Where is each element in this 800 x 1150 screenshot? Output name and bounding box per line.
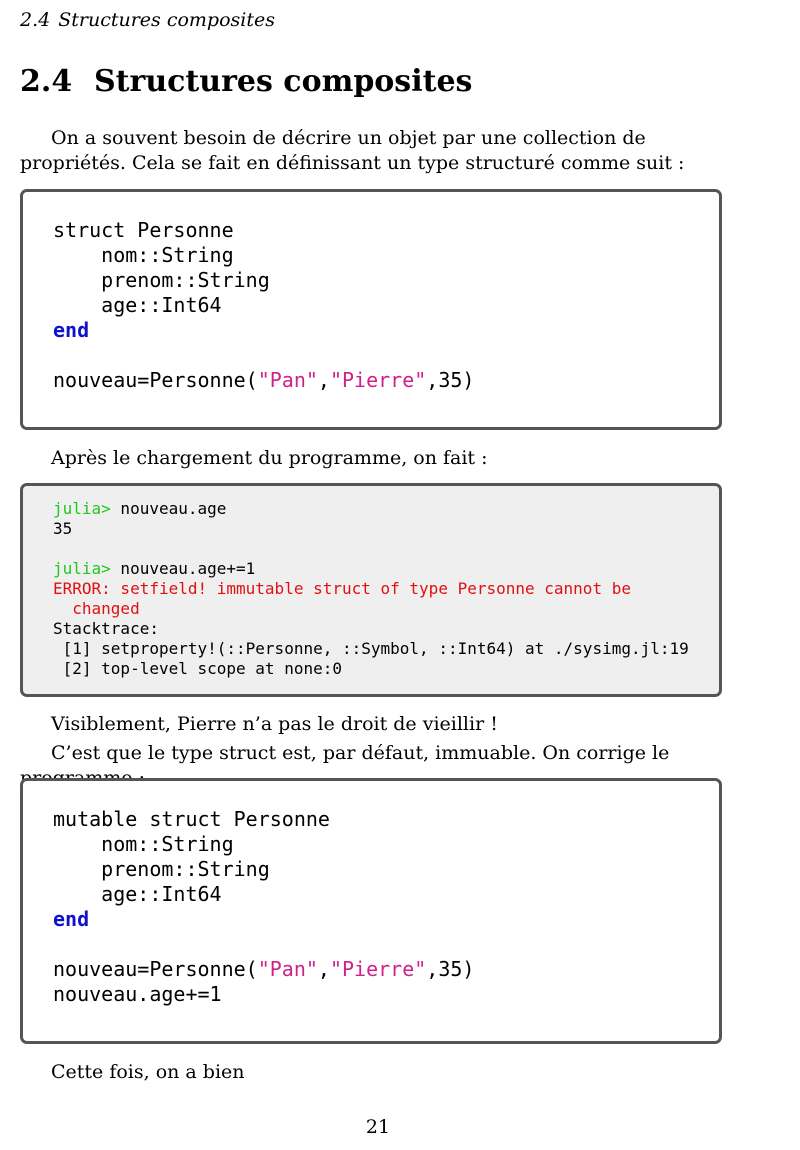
code-mutable-struct: mutable struct Personne nom::String pren… xyxy=(23,781,719,1007)
keyword-end: end xyxy=(53,318,90,342)
code-punct: , xyxy=(317,957,330,981)
code-line: prenom::String xyxy=(53,857,270,881)
code-line: struct Personne xyxy=(53,218,234,242)
repl-command: nouveau.age xyxy=(110,499,227,518)
code-block-mutable-struct: mutable struct Personne nom::String pren… xyxy=(20,778,722,1044)
error-message: changed xyxy=(53,599,140,618)
this-time-paragraph: Cette fois, on a bien xyxy=(51,1061,245,1083)
repl-result: 35 xyxy=(53,519,73,538)
string-literal: "Pierre" xyxy=(329,368,427,392)
code-line: nouveau=Personne( xyxy=(53,957,258,981)
code-block-struct: struct Personne nom::String prenom::Stri… xyxy=(20,189,722,430)
error-message: ERROR: setfield! immutable struct of typ… xyxy=(53,579,631,598)
code-punct: , xyxy=(317,368,330,392)
section-heading: 2.4 Structures composites xyxy=(20,64,472,99)
repl-output: julia> nouveau.age 35 julia> nouveau.age… xyxy=(23,486,719,679)
code-struct: struct Personne nom::String prenom::Stri… xyxy=(23,192,719,393)
code-line: prenom::String xyxy=(53,268,270,292)
code-line: nouveau.age+=1 xyxy=(53,982,222,1006)
string-literal: "Pierre" xyxy=(329,957,427,981)
repl-prompt: julia> xyxy=(53,499,111,518)
stacktrace-line: [2] top-level scope at none:0 xyxy=(53,659,342,678)
section-title: Structures composites xyxy=(94,64,473,99)
repl-session-block: julia> nouveau.age 35 julia> nouveau.age… xyxy=(20,483,722,697)
running-header-number: 2.4 xyxy=(20,9,51,31)
repl-command: nouveau.age+=1 xyxy=(110,559,256,578)
keyword-end: end xyxy=(53,907,90,931)
code-line: nom::String xyxy=(53,832,234,856)
visibly-paragraph: Visiblement, Pierre n’a pas le droit de … xyxy=(51,713,498,735)
code-line: mutable struct Personne xyxy=(53,807,330,831)
section-number: 2.4 xyxy=(20,64,73,99)
code-line: age::Int64 xyxy=(53,882,222,906)
intro-paragraph: On a souvent besoin de décrire un objet … xyxy=(20,127,685,174)
string-literal: "Pan" xyxy=(257,368,318,392)
stacktrace-line: [1] setproperty!(::Personne, ::Symbol, :… xyxy=(53,639,689,658)
code-line: age::Int64 xyxy=(53,293,222,317)
code-line: nouveau=Personne( xyxy=(53,368,258,392)
running-header: 2.4 Structures composites xyxy=(20,9,275,31)
stacktrace-title: Stacktrace: xyxy=(53,619,159,638)
code-punct: ,35) xyxy=(426,957,475,981)
code-line: nom::String xyxy=(53,243,234,267)
code-punct: ,35) xyxy=(426,368,475,392)
after-load-paragraph: Après le chargement du programme, on fai… xyxy=(51,447,488,469)
page-number: 21 xyxy=(365,1116,391,1138)
repl-prompt: julia> xyxy=(53,559,111,578)
running-header-title: Structures composites xyxy=(58,9,275,31)
string-literal: "Pan" xyxy=(257,957,318,981)
